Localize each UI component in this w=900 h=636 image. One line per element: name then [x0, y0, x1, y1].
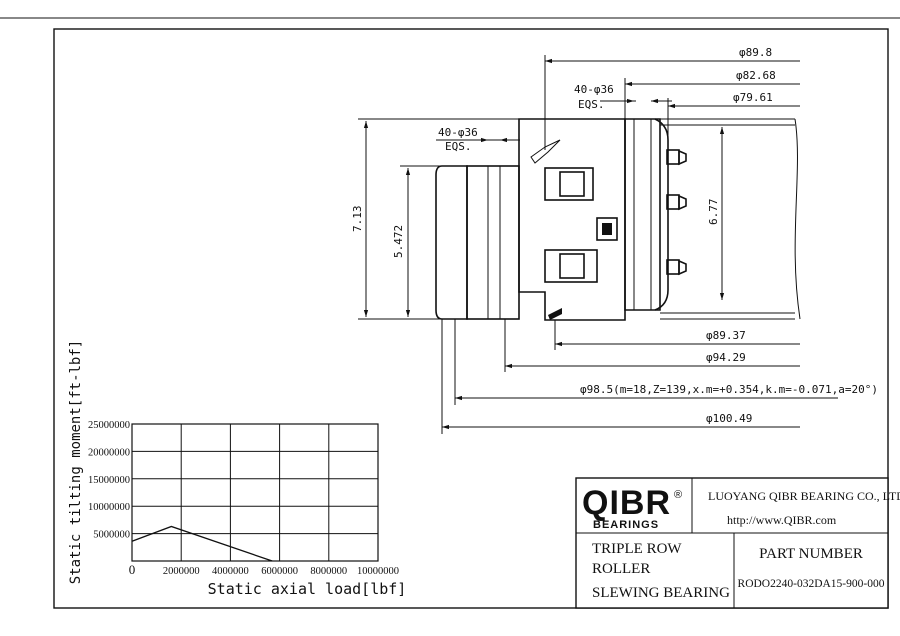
break-line — [794, 118, 801, 320]
dim-94-29: φ94.29 — [706, 351, 746, 364]
chart-plot-area — [131, 423, 379, 562]
dim-82-68: φ82.68 — [736, 69, 776, 82]
part-number-label: PART NUMBER — [759, 546, 863, 562]
product-line-3: SLEWING BEARING — [592, 585, 730, 601]
upper-roller — [559, 171, 585, 197]
chart-grid — [131, 423, 379, 562]
chart-y-label: Static tilting moment[ft-lbf] — [68, 340, 84, 584]
title-block-frame — [575, 477, 889, 609]
holes-outer-label: 40-φ36 — [574, 83, 614, 96]
chart-x-tick-label: 4000000 — [212, 566, 249, 577]
dim-100-49: φ100.49 — [706, 412, 752, 425]
company-name: LUOYANG QIBR BEARING CO., LTD — [708, 489, 900, 503]
radial-roller — [596, 217, 618, 241]
logo-subtitle: BEARINGS — [593, 519, 659, 531]
lower-roller-race — [544, 249, 598, 283]
inner-ring-section — [624, 118, 661, 311]
radial-roller-core — [602, 223, 612, 235]
bolt-middle — [666, 194, 687, 211]
bottom-seal — [548, 308, 562, 320]
load-curve — [131, 525, 273, 562]
dim-79-61: φ79.61 — [733, 91, 773, 104]
part-number-value: RODO2240-032DA15-900-000 — [738, 578, 885, 590]
dim-7-13: 7.13 — [351, 206, 364, 233]
drawing-frame — [53, 28, 889, 609]
load-chart: 500000010000000150000002000000025000000 … — [68, 340, 406, 598]
product-line-2: ROLLER — [592, 561, 650, 577]
chart-y-tick-label: 10000000 — [88, 502, 130, 513]
chart-x-tick-label: 0 — [129, 562, 136, 577]
chart-y-tick-label: 25000000 — [88, 420, 130, 431]
lower-roller — [559, 253, 585, 279]
registered-mark: ® — [674, 489, 682, 501]
gear-tooth-face — [435, 165, 468, 320]
dim-6-77: 6.77 — [707, 199, 720, 226]
chart-x-tick-label: 6000000 — [261, 566, 298, 577]
outer-ring-section — [466, 165, 520, 320]
chart-x-tick-label: 8000000 — [310, 566, 347, 577]
chart-y-ticks: 5000000 10000000 15000000 20000000 25000000 — [88, 420, 130, 541]
title-block: QIBR ® BEARINGS LUOYANG QIBR BEARING CO.… — [575, 477, 900, 609]
dim-98-5: φ98.5(m=18,Z=139,x.m=+0.354,k.m=-0.071,a… — [580, 383, 878, 396]
dim-89-37: φ89.37 — [706, 329, 746, 342]
chart-x-label: Static axial load[lbf] — [208, 580, 407, 598]
upper-roller-race — [544, 167, 594, 201]
chart-y-tick-label: 5000000 — [93, 530, 130, 541]
product-line-1: TRIPLE ROW — [592, 541, 682, 557]
middle-ring-section — [518, 118, 626, 321]
inner-ring-edge — [654, 118, 669, 311]
eqs-inner-label: EQS. — [445, 140, 472, 153]
bolt-top — [666, 149, 687, 166]
bolt-bottom — [666, 259, 687, 276]
dim-5-472: 5.472 — [392, 225, 405, 258]
chart-x-ticks: 0 2000000 4000000 6000000 8000000 10000000 — [129, 562, 399, 577]
company-website[interactable]: http://www.QIBR.com — [727, 513, 837, 527]
chart-x-tick-label: 10000000 — [357, 566, 399, 577]
cross-section — [435, 118, 801, 321]
chart-y-tick-label: 15000000 — [88, 475, 130, 486]
chart-y-tick-label: 20000000 — [88, 447, 130, 458]
top-seal — [530, 139, 561, 164]
eqs-outer-label: EQS. — [578, 98, 605, 111]
dimensions: φ89.8 φ82.68 φ79.61 40-φ36 EQS. 40-φ36 E… — [351, 46, 878, 434]
chart-x-tick-label: 2000000 — [163, 566, 200, 577]
dim-89-8: φ89.8 — [739, 46, 772, 59]
holes-inner-label: 40-φ36 — [438, 126, 478, 139]
company-logo: QIBR — [582, 484, 671, 522]
